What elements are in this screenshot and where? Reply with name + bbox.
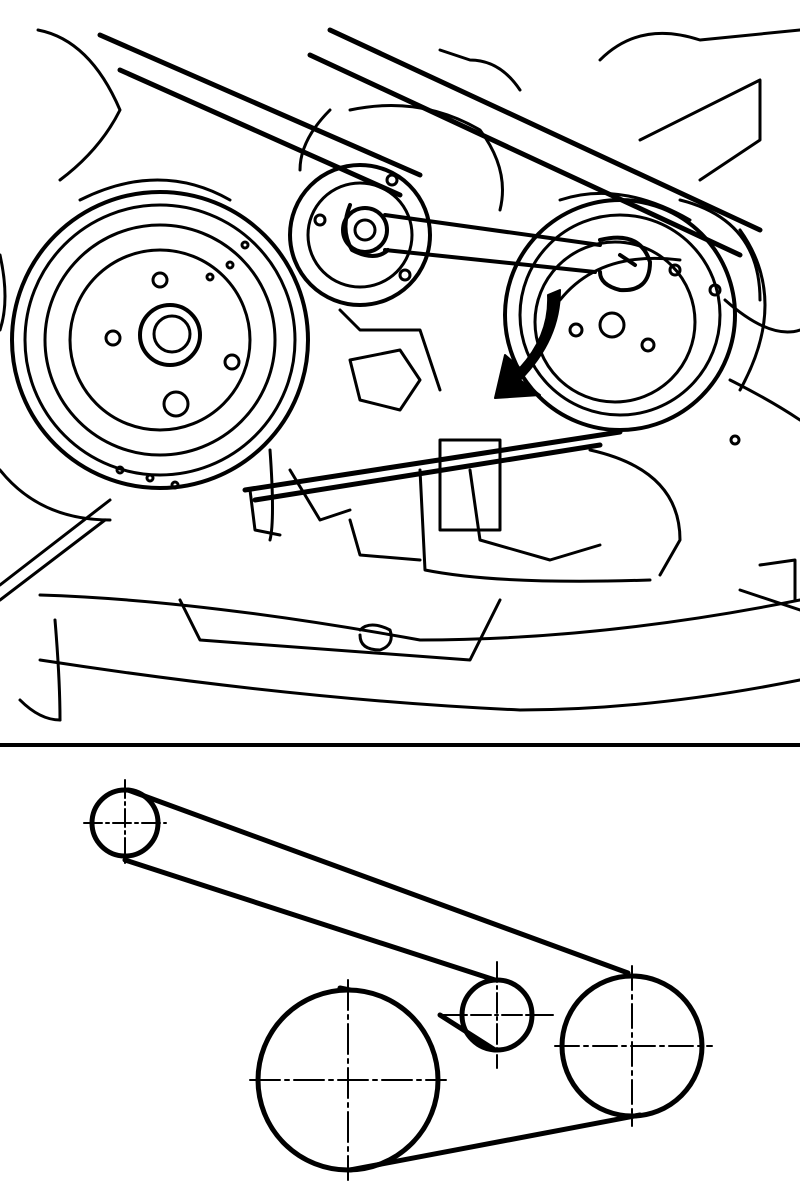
- belt-routing-schematic: [83, 779, 713, 1181]
- engine-block-outline: [0, 28, 800, 722]
- pulley-crankshaft: [249, 979, 447, 1181]
- pulley-small-upper: [83, 779, 167, 867]
- crankshaft-pulley: [10, 178, 310, 490]
- wrench-icon: [343, 203, 652, 293]
- left-strut: [0, 498, 112, 602]
- engine-illustration: [0, 27, 800, 747]
- drive-belt-upper: [97, 27, 763, 503]
- accessory-pulley: [503, 191, 767, 446]
- pulley-accessory: [554, 965, 713, 1127]
- belt-route: [122, 787, 643, 1173]
- pulley-idler: [439, 961, 555, 1069]
- curved-arrow-icon: [494, 289, 561, 399]
- tensioner-pulley: [288, 104, 504, 307]
